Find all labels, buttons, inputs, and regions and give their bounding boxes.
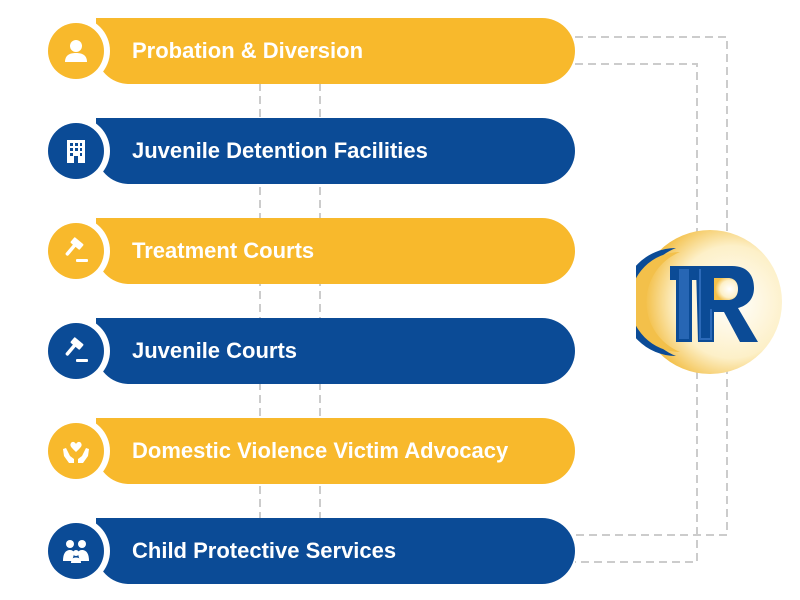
building-icon bbox=[67, 140, 85, 163]
person-icon bbox=[65, 40, 87, 62]
item-icon-circle bbox=[48, 323, 104, 379]
item-bar bbox=[96, 318, 575, 384]
tr-logo bbox=[636, 230, 782, 374]
item-probation-diversion: Probation & Diversion bbox=[42, 17, 575, 85]
item-icon-circle bbox=[48, 523, 104, 579]
item-bar bbox=[96, 218, 575, 284]
item-label: Juvenile Courts bbox=[132, 338, 298, 363]
item-label: Domestic Violence Victim Advocacy bbox=[132, 438, 509, 463]
item-bar bbox=[96, 418, 575, 484]
item-icon-circle bbox=[48, 223, 104, 279]
item-juvenile-detention-facilities: Juvenile Detention Facilities bbox=[42, 117, 575, 185]
family-icon bbox=[63, 540, 89, 563]
item-label: Juvenile Detention Facilities bbox=[132, 138, 428, 163]
item-label: Treatment Courts bbox=[132, 238, 315, 263]
item-icon-circle bbox=[48, 123, 104, 179]
item-bar bbox=[96, 118, 575, 184]
heart-hands-icon bbox=[63, 441, 89, 463]
item-child-protective-services: Child Protective Services bbox=[42, 517, 575, 585]
item-icon-circle bbox=[48, 423, 104, 479]
gavel-icon bbox=[65, 337, 88, 362]
item-treatment-courts: Treatment Courts bbox=[42, 217, 575, 285]
item-label: Child Protective Services bbox=[132, 538, 397, 563]
gavel-icon bbox=[65, 237, 88, 262]
item-icon-circle bbox=[48, 23, 104, 79]
item-juvenile-courts: Juvenile Courts bbox=[42, 317, 575, 385]
item-label: Probation & Diversion bbox=[132, 38, 364, 63]
item-domestic-violence-victim-advocacy: Domestic Violence Victim Advocacy bbox=[42, 417, 575, 485]
item-bar bbox=[96, 18, 575, 84]
item-bar bbox=[96, 518, 575, 584]
